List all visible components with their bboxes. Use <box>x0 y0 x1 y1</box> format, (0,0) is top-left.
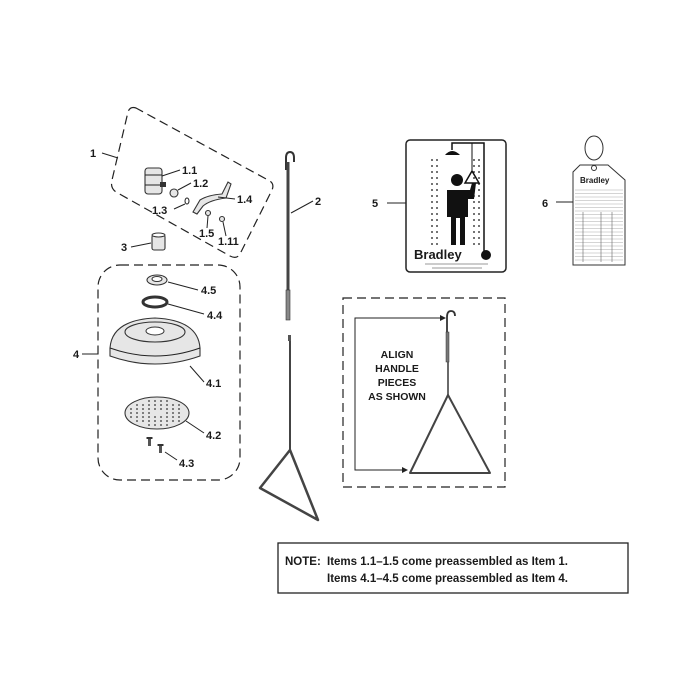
callout-1-3: 1.3 <box>152 205 167 217</box>
part-1-11 <box>218 215 226 223</box>
callout-4-3: 4.3 <box>179 458 194 470</box>
note-line-2: Items 4.1–4.5 come preassembled as Item … <box>327 573 568 585</box>
callout-4-2: 4.2 <box>206 430 221 442</box>
part-1-2 <box>169 188 179 198</box>
sign-brand-logo: Bradley <box>414 247 462 262</box>
callout-1-5: 1.5 <box>199 228 214 240</box>
callout-4-1: 4.1 <box>206 378 221 390</box>
note-box: NOTE: Items 1.1–1.5 come preassembled as… <box>277 542 629 594</box>
callout-6: 6 <box>542 198 548 210</box>
align-text-line3: PIECES <box>378 377 417 389</box>
callout-2: 2 <box>315 196 321 208</box>
align-text-line1: ALIGN <box>381 349 414 361</box>
callout-1-2: 1.2 <box>193 178 208 190</box>
callout-4-5: 4.5 <box>201 285 216 297</box>
part-4-1-showerhead <box>109 317 201 365</box>
align-text-line2: HANDLE <box>375 363 419 375</box>
align-handle-detail: ALIGN HANDLE PIECES AS SHOWN <box>342 297 506 488</box>
part-2-pull-rod: 2 <box>285 150 321 321</box>
part-1-4-bracket <box>192 181 232 215</box>
part-1-1-valve <box>144 167 166 195</box>
callout-4-4: 4.4 <box>207 310 223 322</box>
part-5-safety-sign: Bradley <box>405 139 507 273</box>
note-prefix: NOTE: <box>285 556 321 568</box>
callout-1-11: 1.11 <box>218 236 239 248</box>
note-line-1: Items 1.1–1.5 come preassembled as Item … <box>327 556 568 568</box>
part-4-5-nut <box>146 274 168 286</box>
callout-1: 1 <box>90 148 96 160</box>
part-4-4-gasket <box>141 295 169 309</box>
group-1-dashed-outline <box>110 106 274 258</box>
align-text-line4: AS SHOWN <box>368 391 426 403</box>
group-4-assembly: 4 4.5 4.4 4.1 4.2 4.3 <box>73 264 241 481</box>
callout-4: 4 <box>73 349 80 361</box>
part-3-nipple <box>151 232 166 251</box>
part-2-pull-triangle <box>258 335 320 522</box>
part-4-2-diffuser <box>124 396 190 430</box>
part-1-5 <box>204 209 212 217</box>
part-6-inspection-tag: Bradley <box>572 135 626 266</box>
group-4-dashed-outline <box>97 264 241 481</box>
align-detail-dashed-box <box>342 297 506 488</box>
callout-1-4: 1.4 <box>237 194 253 206</box>
part-4-3-screws <box>146 437 164 453</box>
callout-3: 3 <box>121 242 127 254</box>
group-1-assembly: 1 1.1 1.2 1.3 1.4 1.5 1.11 <box>90 106 274 258</box>
tag-brand-logo: Bradley <box>580 176 610 185</box>
part-1-3-oring <box>184 197 190 205</box>
callout-5: 5 <box>372 198 378 210</box>
leader-1 <box>101 152 119 159</box>
callout-1-1: 1.1 <box>182 165 197 177</box>
